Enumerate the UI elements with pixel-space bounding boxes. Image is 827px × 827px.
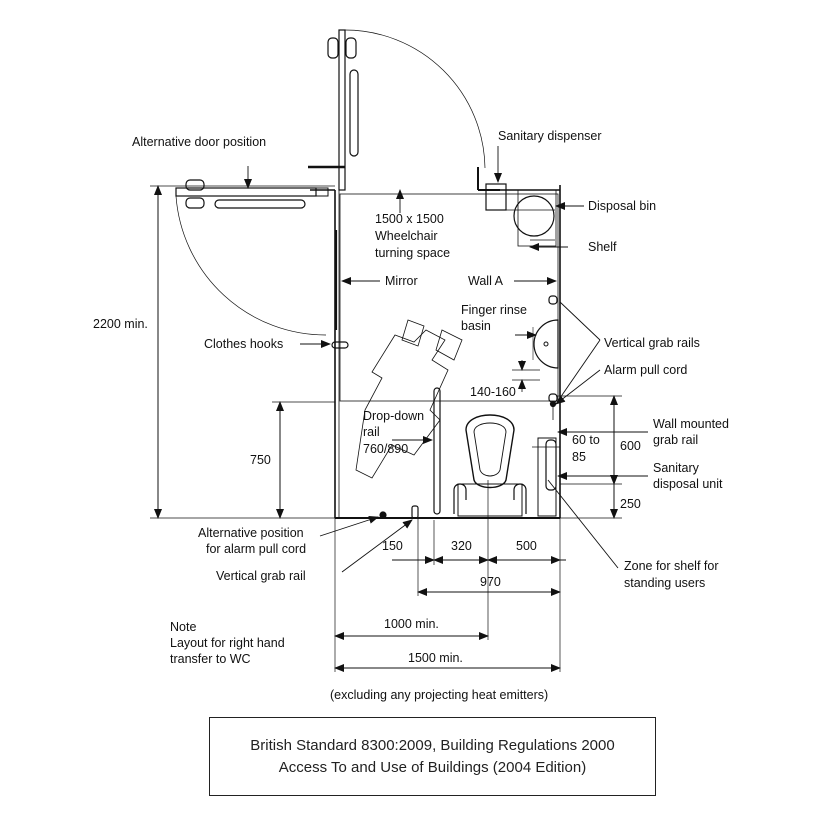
label-w-150: 150 [382,539,403,553]
clothes-hook [331,341,349,349]
door-hinge-knob [327,37,339,59]
label-alt-position-2: for alarm pull cord [206,542,306,556]
vertical-grab-rail-upper [548,295,558,305]
label-clothes-hooks: Clothes hooks [204,337,283,351]
label-w-970: 970 [480,575,501,589]
label-wall-mounted-1: Wall mounted [653,417,729,431]
alt-door-handle [214,199,306,209]
caption-line-1: British Standard 8300:2009, Building Reg… [250,736,615,754]
label-drop-down-2: rail [363,425,380,439]
label-w-1500: 1500 min. [408,651,463,665]
sanitary-disposal-unit [537,437,557,517]
finger-rinse-basin [533,319,559,369]
alt-door-knob-2 [185,197,205,209]
drop-down-rail [433,387,441,515]
door-stub-right [477,167,500,191]
caption-box: British Standard 8300:2009, Building Reg… [209,717,656,796]
label-w-1000: 1000 min. [384,617,439,631]
label-height-2200: 2200 min. [93,317,148,331]
label-w-500: 500 [516,539,537,553]
label-sanitary-dispenser: Sanitary dispenser [498,129,602,143]
main-door-leaf [338,29,346,191]
main-door-swing [344,29,486,169]
label-turning-space-3: turning space [375,246,450,260]
label-range-140-160: 140-160 [470,385,516,399]
label-height-250: 250 [620,497,641,511]
label-note-2: Layout for right hand [170,636,285,650]
label-mirror: Mirror [385,274,418,288]
label-shelf: Shelf [588,240,617,254]
wc-cistern [457,483,523,517]
shelf-outline [490,209,555,241]
label-range-60-85-b: 85 [572,450,586,464]
vertical-grab-rail-floor [411,505,419,519]
label-alternative-door-position: Alternative door position [132,135,266,149]
label-height-750: 750 [250,453,271,467]
label-disposal-bin: Disposal bin [588,199,656,213]
wall-mounted-grab-rail [545,439,557,491]
label-zone-shelf-2: standing users [624,576,705,590]
label-wall-a: Wall A [468,274,504,288]
label-turning-space-2: Wheelchair [375,229,438,243]
alt-door-knob [185,179,205,191]
label-excluding: (excluding any projecting heat emitters) [330,688,548,702]
disposal-bin [513,195,555,237]
door-hinge-knob-2 [345,37,357,59]
door-pull-handle [349,69,359,157]
wc-pan [465,414,515,489]
label-sanitary-disposal-2: disposal unit [653,477,723,491]
label-drop-down-3: 760/890 [363,442,408,456]
label-turning-space-1: 1500 x 1500 [375,212,444,226]
label-sanitary-disposal-1: Sanitary [653,461,700,475]
turning-space [339,193,559,402]
label-alarm-pull-cord: Alarm pull cord [604,363,687,377]
alt-door-swing [175,195,327,336]
label-vertical-grab-rail: Vertical grab rail [216,569,306,583]
label-drop-down-1: Drop-down [363,409,424,423]
alt-door-leaf [175,187,317,197]
label-note-3: transfer to WC [170,652,251,666]
label-alt-position-1: Alternative position [198,526,304,540]
label-note-1: Note [170,620,196,634]
label-vertical-grab-rails: Vertical grab rails [604,336,700,350]
wc-grab-frame [453,483,527,514]
caption-line-2: Access To and Use of Buildings (2004 Edi… [278,758,587,776]
label-height-600: 600 [620,439,641,453]
alt-alarm-cord-marker [379,511,387,519]
sanitary-dispenser [485,183,507,211]
label-zone-shelf-1: Zone for shelf for [624,559,719,573]
label-finger-rinse-2: basin [461,319,491,333]
label-range-60-85-a: 60 to [572,433,600,447]
label-w-320: 320 [451,539,472,553]
label-finger-rinse-1: Finger rinse [461,303,527,317]
label-wall-mounted-2: grab rail [653,433,698,447]
